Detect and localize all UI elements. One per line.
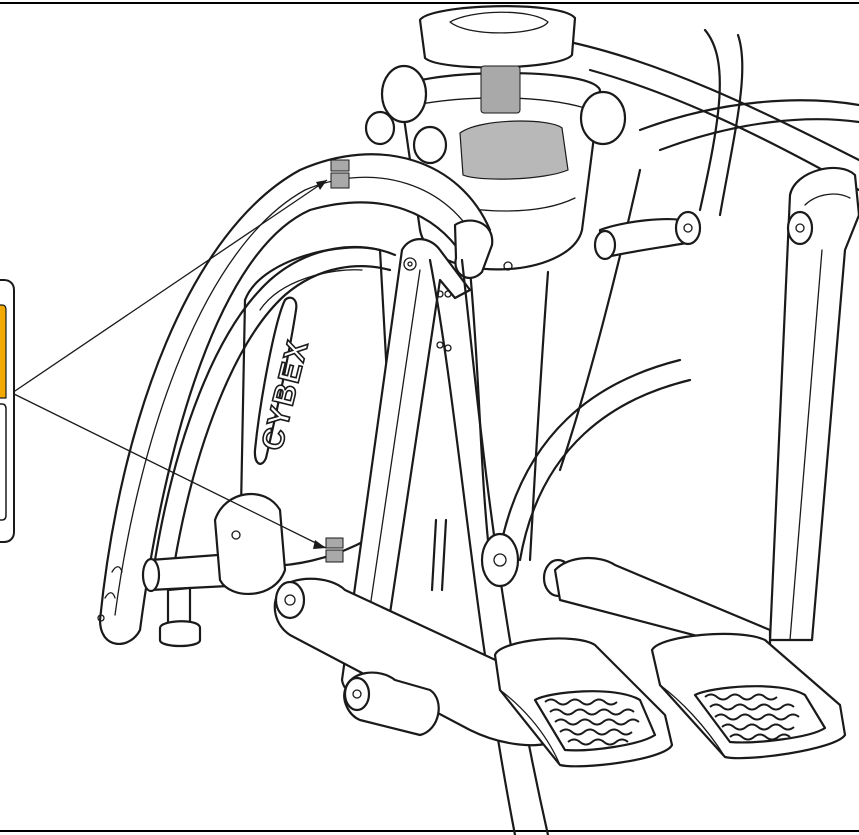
display-panel	[459, 120, 569, 180]
strut-lower-label	[325, 537, 344, 563]
left-moving-handle	[97, 153, 494, 645]
upper-display-label	[480, 65, 521, 114]
left-pedal	[493, 637, 674, 768]
right-pedal-tread	[704, 693, 800, 741]
rear-shroud	[558, 38, 859, 472]
handle-top-label	[330, 159, 350, 189]
warning-decal-icon	[0, 304, 7, 399]
left-pedal-tread	[544, 698, 640, 746]
base-rails	[141, 492, 772, 747]
callout-leaders	[11, 179, 328, 549]
right-pedal-upright	[768, 166, 859, 642]
warning-decal-callout	[0, 279, 15, 543]
right-moving-handle	[593, 28, 744, 261]
right-pedal	[650, 632, 847, 760]
